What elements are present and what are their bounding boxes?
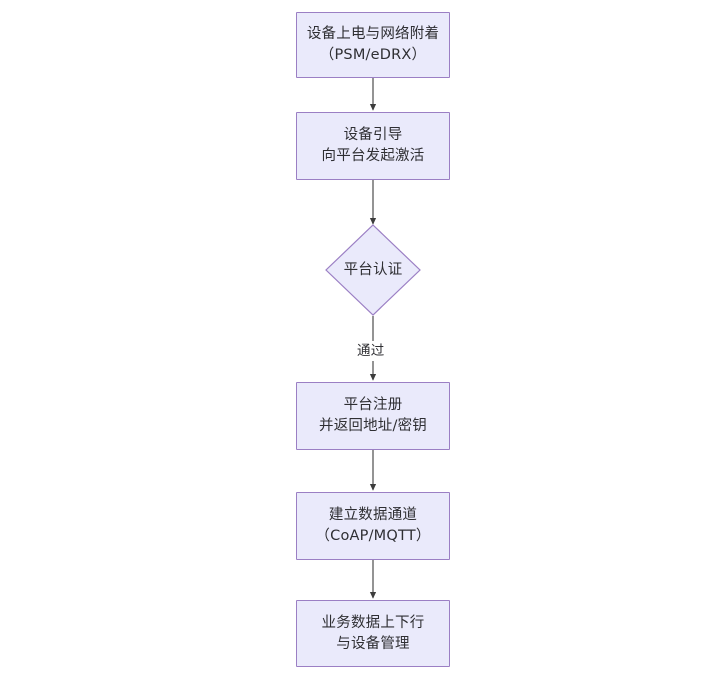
node-device-bootstrap[interactable]: 设备引导 向平台发起激活 [296,112,450,180]
node-label-line1: 业务数据上下行 [321,614,425,631]
node-label-line2: 与设备管理 [336,635,410,652]
node-label-line2: （CoAP/MQTT） [315,528,431,544]
node-data-channel[interactable]: 建立数据通道 （CoAP/MQTT） [296,492,450,560]
node-label-line1: 设备上电与网络附着 [306,26,440,42]
node-label-line2: 向平台发起激活 [321,148,425,164]
node-device-power-on[interactable]: 设备上电与网络附着 （PSM/eDRX） [296,12,450,78]
node-label-line2: 并返回地址/密钥 [319,418,427,434]
edge-label-pass: 通过 [354,341,388,361]
node-label-line1: 设备引导 [343,127,403,143]
node-platform-registration[interactable]: 平台注册 并返回地址/密钥 [296,382,450,450]
node-label-line1: 建立数据通道 [328,507,418,523]
node-label-line1: 平台注册 [343,397,403,413]
node-label-line2: （PSM/eDRX） [319,47,427,63]
node-label-line1: 平台认证 [343,261,403,278]
node-platform-authentication[interactable]: 平台认证 [325,224,421,316]
node-business-data-and-device-management[interactable]: 业务数据上下行 与设备管理 [296,600,450,667]
diamond-shape [325,224,421,316]
